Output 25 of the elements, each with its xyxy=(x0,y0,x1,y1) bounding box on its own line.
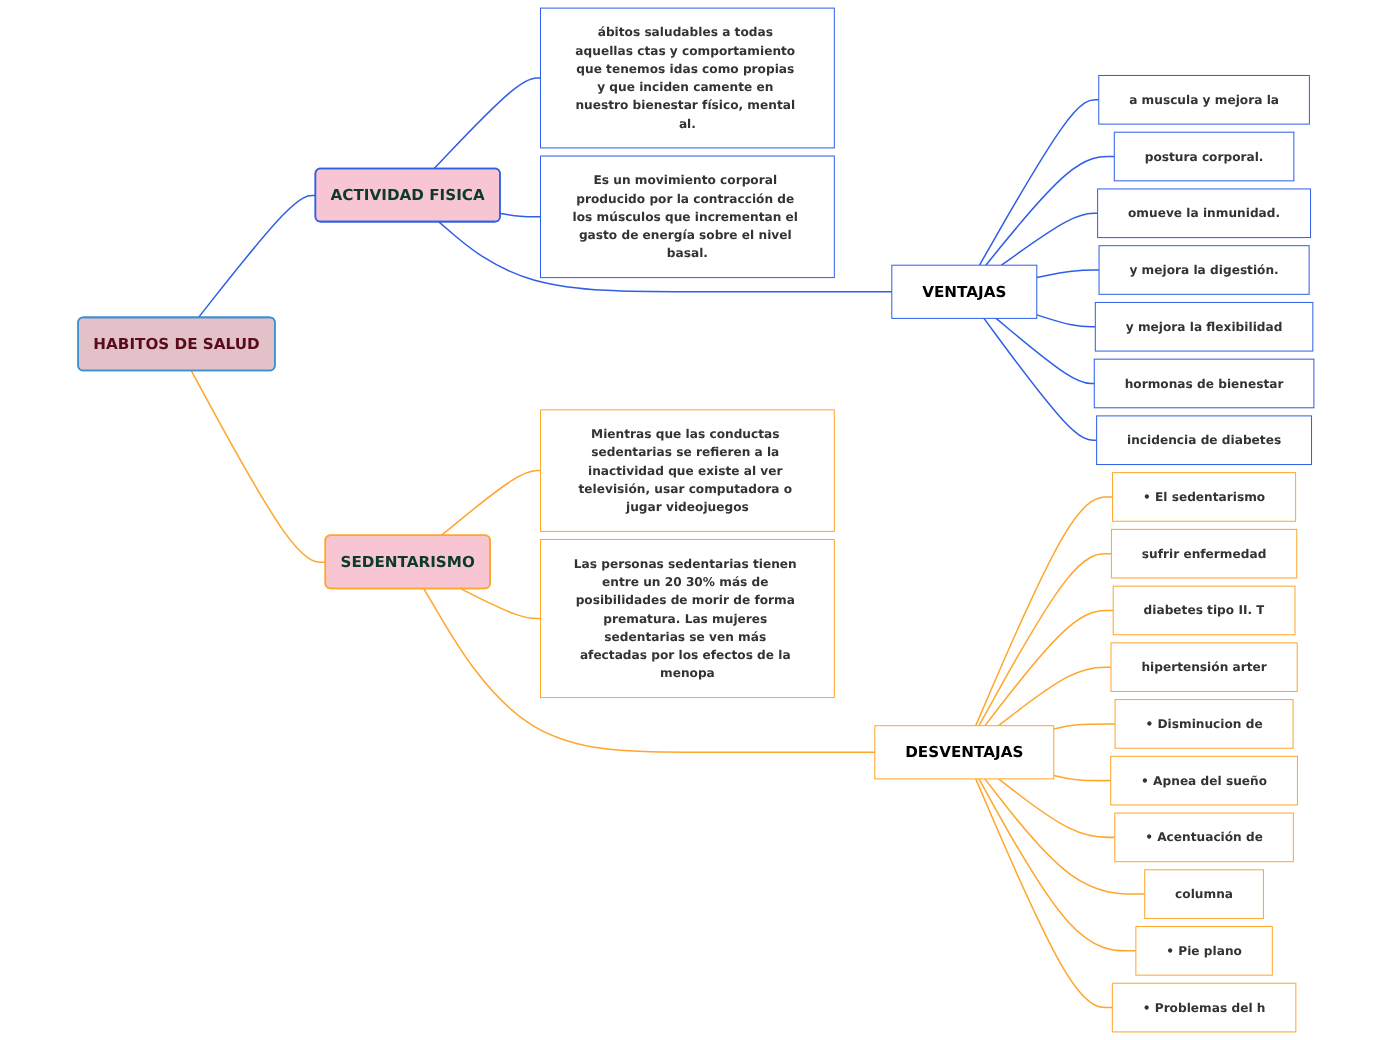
connector xyxy=(1036,314,1097,328)
connector xyxy=(433,77,542,170)
connector xyxy=(197,194,317,319)
connector xyxy=(460,588,542,620)
connector xyxy=(974,496,1114,727)
connector xyxy=(440,469,542,537)
connector xyxy=(978,552,1113,727)
connector xyxy=(1053,723,1116,730)
connector xyxy=(974,778,1114,1009)
connector xyxy=(985,155,1116,266)
connector xyxy=(499,212,542,218)
connector xyxy=(1036,269,1100,279)
connector xyxy=(438,221,893,293)
connector xyxy=(997,778,1116,839)
connector xyxy=(995,317,1096,385)
connector xyxy=(423,588,876,753)
connector xyxy=(1000,212,1099,266)
connector xyxy=(984,778,1146,895)
connector xyxy=(1053,774,1112,782)
connector xyxy=(190,370,327,564)
connector xyxy=(983,317,1098,441)
connector xyxy=(978,99,1100,266)
connector xyxy=(978,778,1137,952)
connector xyxy=(984,609,1114,727)
connector xyxy=(997,666,1112,727)
